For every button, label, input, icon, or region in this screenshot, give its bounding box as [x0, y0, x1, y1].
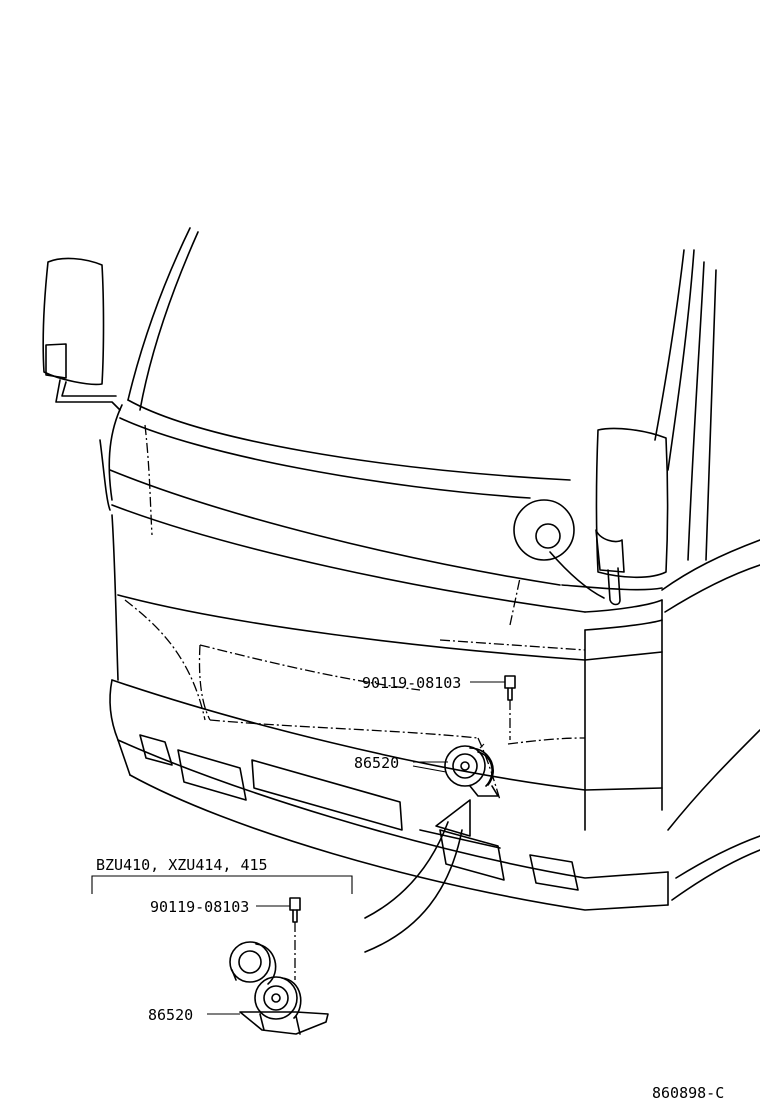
inset-horn-part-number: 86520: [148, 1006, 193, 1024]
right-mirror: [549, 427, 669, 606]
horn-mounted: [444, 743, 499, 797]
bolt-part-number: 90119-08103: [362, 674, 461, 692]
inset-model-header: BZU410, XZU414, 415: [96, 856, 268, 874]
horn-assembly-inset: [229, 941, 329, 1035]
bolt-inset: [289, 897, 301, 980]
phantom-lines: [124, 424, 586, 801]
bolt-mounted: [504, 675, 516, 740]
truck-cab-outline: [99, 227, 760, 911]
inset-bolt-part-number: 90119-08103: [150, 898, 249, 916]
left-mirror: [42, 257, 121, 411]
diagram-code: 860898-C: [652, 1084, 724, 1102]
horn-part-number: 86520: [354, 754, 399, 772]
leader-horn-main: [412, 761, 448, 773]
inset-bracket: [91, 875, 353, 894]
callout-arrow: [364, 799, 471, 953]
